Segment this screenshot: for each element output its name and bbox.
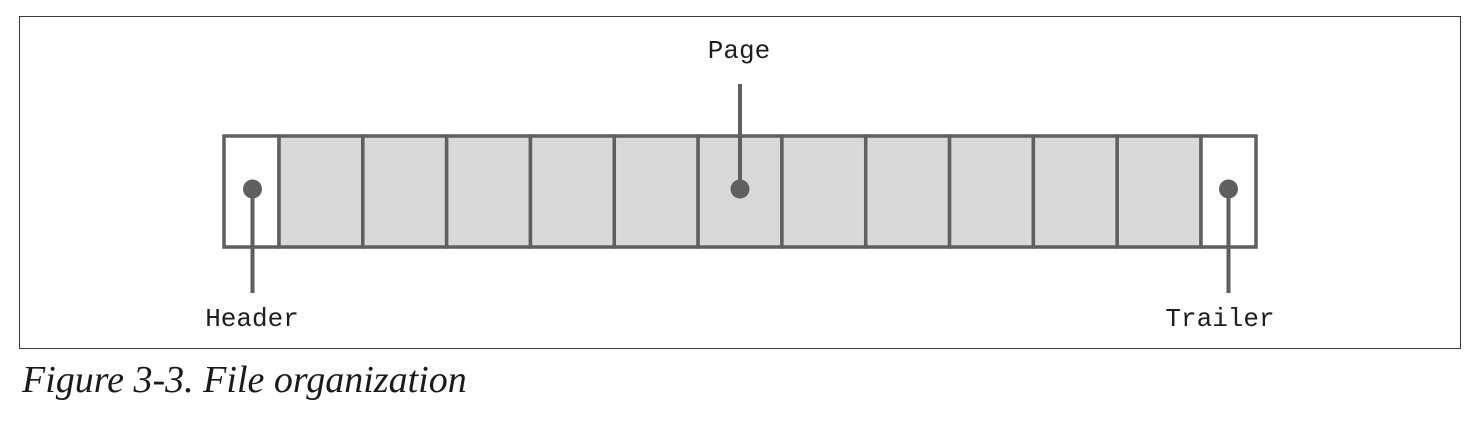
page-pointer-dot	[730, 179, 750, 199]
trailer-pointer-dot	[1219, 179, 1238, 199]
page-block	[612, 134, 700, 249]
file-organization-diagram: Page Header Trailer	[205, 36, 1274, 334]
header-pointer-dot	[243, 179, 262, 199]
page-block	[277, 134, 365, 249]
file-strip	[222, 84, 1258, 293]
page-block	[528, 134, 617, 249]
page-block	[780, 134, 868, 249]
page-block	[444, 134, 533, 249]
header-label: Header	[205, 304, 299, 334]
page-label: Page	[708, 36, 770, 66]
page-block	[947, 134, 1036, 249]
figure-caption: Figure 3-3. File organization	[22, 359, 467, 401]
trailer-label: Trailer	[1165, 304, 1274, 334]
page-block	[1115, 134, 1203, 249]
page-block	[361, 134, 449, 249]
page-block	[1031, 134, 1119, 249]
page-block	[863, 134, 952, 249]
